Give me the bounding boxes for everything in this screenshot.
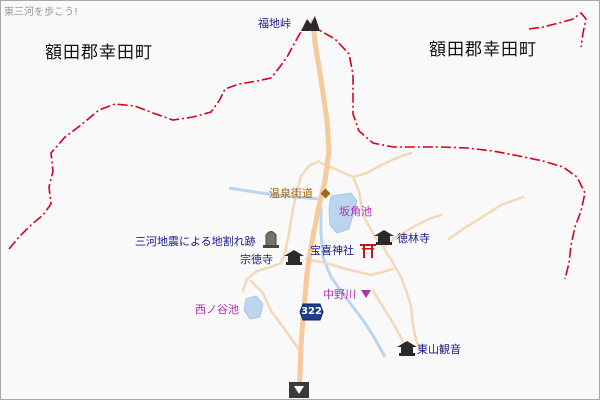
nakano-river [319,207,387,358]
pass-icon[interactable] [299,13,321,33]
stream-west [228,186,320,201]
place-label-tokurinji[interactable]: 徳林寺 [397,232,430,245]
municipal-boundary [8,28,586,280]
place-label-sakatsuno-pond[interactable]: 坂角池 [339,205,372,218]
district-label-left: 額田郡幸田町 [45,43,153,63]
temple-icon[interactable] [283,249,305,266]
nishinoya-pond [243,295,264,320]
place-label-nakano-river[interactable]: 中野川 [323,288,356,301]
place-label-onsen-kaido[interactable]: 温泉街道 [269,187,313,200]
route-shield-322[interactable]: 322 [299,303,324,321]
place-label-nishinoya-pond[interactable]: 西ノ谷池 [195,303,239,316]
scroll-south-icon[interactable] [289,382,309,398]
torii-icon[interactable] [360,243,376,258]
district-label-right: 額田郡幸田町 [429,40,537,60]
municipal-boundary-northeast [528,11,587,48]
stone-monument-icon[interactable] [262,228,280,248]
route-322-road [296,18,332,396]
route-number: 322 [301,306,322,317]
place-label-hokijinja[interactable]: 宝喜神社 [310,244,354,257]
sakatsuno-pond [328,192,358,234]
brown-diamond-icon[interactable] [320,188,331,199]
minor-roads [241,151,525,355]
place-label-higashiyama-kannon[interactable]: 東山観音 [417,343,461,356]
place-label-fukuchi-pass[interactable]: 福地峠 [258,17,291,30]
temple-icon[interactable] [396,340,418,357]
purple-triangle-icon[interactable] [360,289,372,299]
temple-icon[interactable] [373,229,395,246]
place-label-jishin-crack[interactable]: 三河地震による地割れ跡 [135,235,256,248]
site-title: 東三河を歩こう! [4,7,79,18]
place-label-sotokuji[interactable]: 宗徳寺 [240,253,273,266]
route-shield-icon [299,303,324,321]
